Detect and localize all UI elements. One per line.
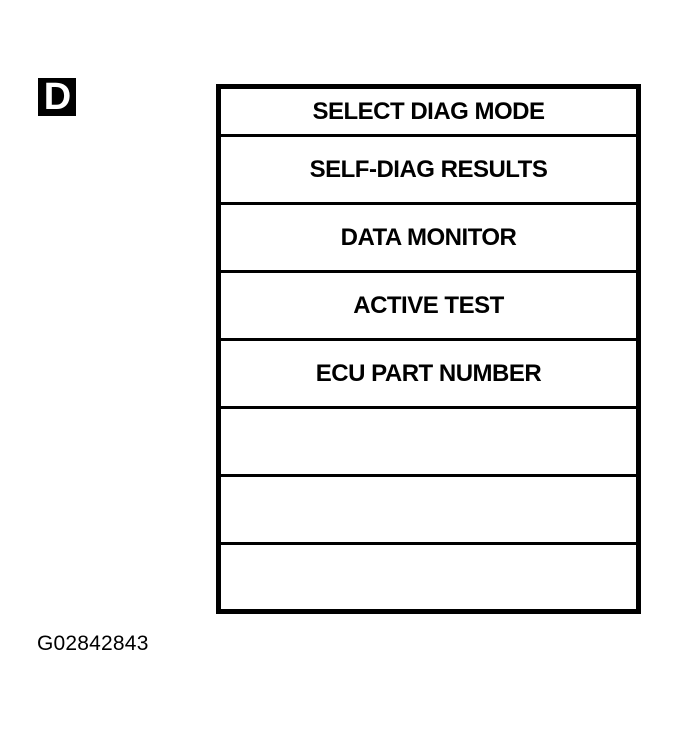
menu-item-empty xyxy=(221,474,636,542)
figure-id-caption: G02842843 xyxy=(37,632,149,655)
menu-item-data-monitor[interactable]: DATA MONITOR xyxy=(221,202,636,270)
figure-letter-badge: D xyxy=(38,78,76,116)
menu-item-active-test[interactable]: ACTIVE TEST xyxy=(221,270,636,338)
menu-header-select-diag-mode: SELECT DIAG MODE xyxy=(312,97,545,125)
menu-item-self-diag-results[interactable]: SELF-DIAG RESULTS xyxy=(221,134,636,202)
menu-item-ecu-part-number[interactable]: ECU PART NUMBER xyxy=(221,338,636,406)
menu-item-empty xyxy=(221,542,636,609)
menu-item-empty xyxy=(221,406,636,474)
diagnostic-mode-menu: SELECT DIAG MODE SELF-DIAG RESULTS DATA … xyxy=(216,84,641,614)
